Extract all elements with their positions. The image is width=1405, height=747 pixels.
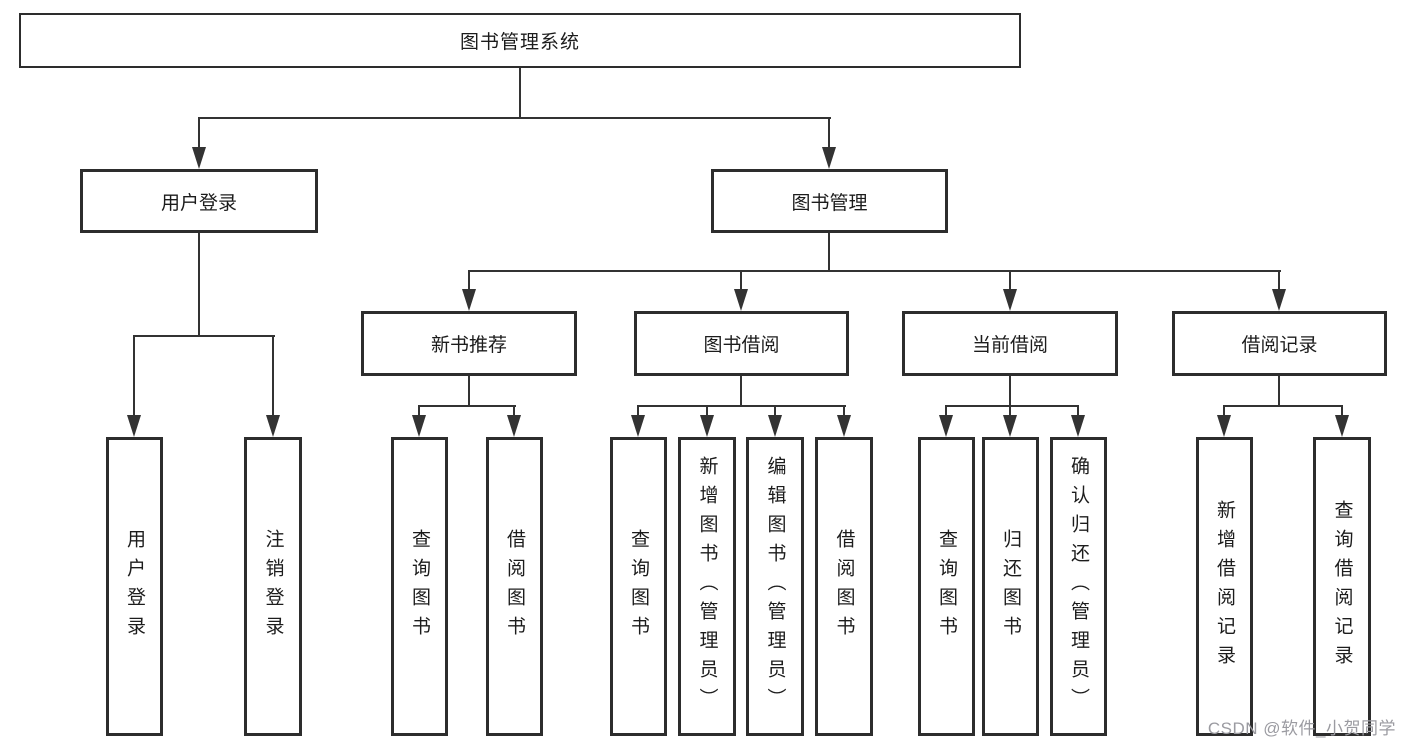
connector-leaf-line	[774, 405, 776, 417]
leaf-borrow-borrow-books-label: 借阅图书	[833, 528, 855, 645]
leaf-borrow-add-books: 新增图书（管理员）	[678, 437, 736, 736]
node-current-borrow: 当前借阅	[902, 311, 1118, 376]
connector-leaf-line	[945, 405, 947, 417]
leaf-newbook-query-books-label: 查询图书	[409, 528, 430, 645]
connector-newbook-hline	[418, 405, 516, 407]
node-book-management-label: 图书管理	[791, 192, 868, 214]
leaf-records-add-record: 新增借阅记录	[1196, 437, 1253, 736]
node-user-login: 用户登录	[80, 169, 318, 233]
connector-newbook-trunk	[468, 376, 470, 407]
arrow-down-icon	[1003, 415, 1017, 437]
node-borrow-records: 借阅记录	[1172, 311, 1387, 376]
arrow-down-icon	[127, 415, 141, 437]
leaf-user-login-label: 用户登录	[124, 528, 145, 645]
leaf-records-query-record: 查询借阅记录	[1313, 437, 1371, 736]
connector-currentborrow-trunk	[1009, 376, 1011, 407]
arrow-down-icon	[734, 289, 748, 311]
leaf-logout-label: 注销登录	[262, 528, 284, 645]
arrow-down-icon	[939, 415, 953, 437]
connector-leaf-line	[513, 405, 515, 417]
connector-leaf-line	[418, 405, 420, 417]
connector-leaf-line	[1223, 405, 1225, 417]
node-current-borrow-label: 当前借阅	[971, 335, 1048, 356]
arrow-down-icon	[266, 415, 280, 437]
leaf-borrow-query-books: 查询图书	[610, 437, 667, 736]
arrow-down-icon	[822, 147, 836, 169]
leaf-newbook-query-books: 查询图书	[391, 437, 448, 736]
leaf-borrow-query-books-label: 查询图书	[628, 528, 649, 645]
connector-leaf-line	[637, 405, 639, 417]
connector-currentborrow-hline	[945, 405, 1079, 407]
leaf-current-return-books: 归还图书	[982, 437, 1039, 736]
leaf-current-confirm-return: 确认归还（管理员）	[1050, 437, 1107, 736]
arrow-down-icon	[192, 147, 206, 169]
connector-leaf-line	[1077, 405, 1079, 417]
connector-to-leaf-logout	[272, 335, 274, 417]
connector-records-hline	[1223, 405, 1343, 407]
node-new-book-recommend-label: 新书推荐	[430, 335, 507, 356]
connector-to-borrow-records	[1278, 270, 1280, 291]
node-borrow-records-label: 借阅记录	[1241, 335, 1318, 356]
csdn-watermark: CSDN @软件_小贺同学	[1207, 719, 1396, 738]
leaf-newbook-borrow-books: 借阅图书	[486, 437, 543, 736]
node-book-management: 图书管理	[711, 169, 948, 233]
connector-to-current-borrow	[1009, 270, 1011, 291]
connector-leaf-line	[843, 405, 845, 417]
arrow-down-icon	[631, 415, 645, 437]
connector-user-login-hline	[133, 335, 275, 337]
leaf-logout: 注销登录	[244, 437, 302, 736]
leaf-borrow-edit-books: 编辑图书（管理员）	[746, 437, 804, 736]
connector-to-user-login	[198, 117, 200, 149]
leaf-records-query-record-label: 查询借阅记录	[1331, 499, 1353, 674]
leaf-borrow-edit-books-label: 编辑图书（管理员）	[764, 456, 786, 717]
connector-leaf-line	[1009, 405, 1011, 417]
arrow-down-icon	[1071, 415, 1085, 437]
leaf-current-query-books: 查询图书	[918, 437, 975, 736]
arrow-down-icon	[1003, 289, 1017, 311]
connector-to-book-management	[828, 117, 830, 149]
arrow-down-icon	[837, 415, 851, 437]
node-new-book-recommend: 新书推荐	[361, 311, 577, 376]
arrow-down-icon	[507, 415, 521, 437]
connector-to-new-book-recommend	[468, 270, 470, 291]
connector-level1-hline	[198, 117, 831, 119]
leaf-newbook-borrow-books-label: 借阅图书	[504, 528, 525, 645]
connector-records-trunk	[1278, 376, 1280, 407]
leaf-current-return-books-label: 归还图书	[1000, 528, 1021, 645]
connector-bookborrow-hline	[637, 405, 846, 407]
arrow-down-icon	[412, 415, 426, 437]
connector-to-leaf-user-login	[133, 335, 135, 417]
node-library-system: 图书管理系统	[19, 13, 1021, 68]
connector-bookborrow-trunk	[740, 376, 742, 407]
connector-root-trunk	[519, 68, 521, 119]
connector-to-book-borrow	[740, 270, 742, 291]
arrow-down-icon	[1217, 415, 1231, 437]
arrow-down-icon	[700, 415, 714, 437]
leaf-current-confirm-return-label: 确认归还（管理员）	[1068, 456, 1089, 717]
connector-leaf-line	[1341, 405, 1343, 417]
arrow-down-icon	[1335, 415, 1349, 437]
node-book-borrow-label: 图书借阅	[703, 335, 780, 356]
connector-leaf-line	[706, 405, 708, 417]
leaf-user-login: 用户登录	[106, 437, 163, 736]
leaf-borrow-borrow-books: 借阅图书	[815, 437, 873, 736]
arrow-down-icon	[1272, 289, 1286, 311]
arrow-down-icon	[462, 289, 476, 311]
connector-level3-hline	[468, 270, 1281, 272]
node-book-borrow: 图书借阅	[634, 311, 849, 376]
node-library-system-label: 图书管理系统	[459, 32, 580, 53]
connector-book-mgmt-trunk	[828, 233, 830, 272]
leaf-borrow-add-books-label: 新增图书（管理员）	[696, 456, 718, 717]
node-user-login-label: 用户登录	[160, 192, 237, 214]
arrow-down-icon	[768, 415, 782, 437]
connector-user-login-trunk	[198, 233, 200, 337]
leaf-current-query-books-label: 查询图书	[936, 528, 957, 645]
leaf-records-add-record-label: 新增借阅记录	[1214, 499, 1235, 674]
